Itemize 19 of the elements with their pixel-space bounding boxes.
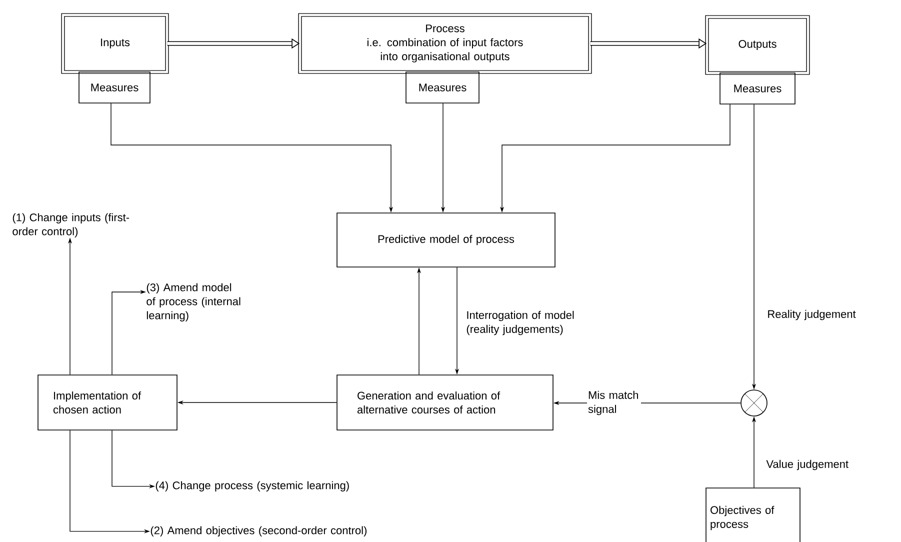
- model-box: Predictive model of process: [336, 212, 556, 268]
- outcome-text: (2) Amend objectives (second-order control): [150, 526, 367, 536]
- measures-box: Measures: [720, 72, 796, 104]
- comparator-symbol: [740, 390, 768, 416]
- outcome-text: (4) Change process (systemic learning): [156, 481, 349, 492]
- measures-box: Measures: [406, 72, 480, 104]
- generation-box: Generation and evaluation of alternative courses of action: [336, 374, 554, 430]
- input-box: Inputs: [61, 13, 169, 74]
- output-box: Outputs: [705, 15, 810, 75]
- edge-label: Value judgement: [766, 460, 848, 470]
- edge-label: Reality judgement: [768, 310, 856, 320]
- outcome-text: (3) Amend model of process (internal learning): [146, 283, 240, 322]
- objectives-box: Objectives of process: [706, 488, 800, 542]
- edge-label: Mis match signal: [587, 390, 641, 416]
- edge-label: Interrogation of model (reality judgements): [466, 310, 574, 336]
- measures-box: Measures: [78, 72, 150, 104]
- process-box: Process i.e. combination of input factors into organisational outputs: [298, 13, 592, 74]
- outcome-text: (1) Change inputs (first-order control): [12, 213, 130, 238]
- implementation-box: Implementation of chosen action: [38, 374, 178, 430]
